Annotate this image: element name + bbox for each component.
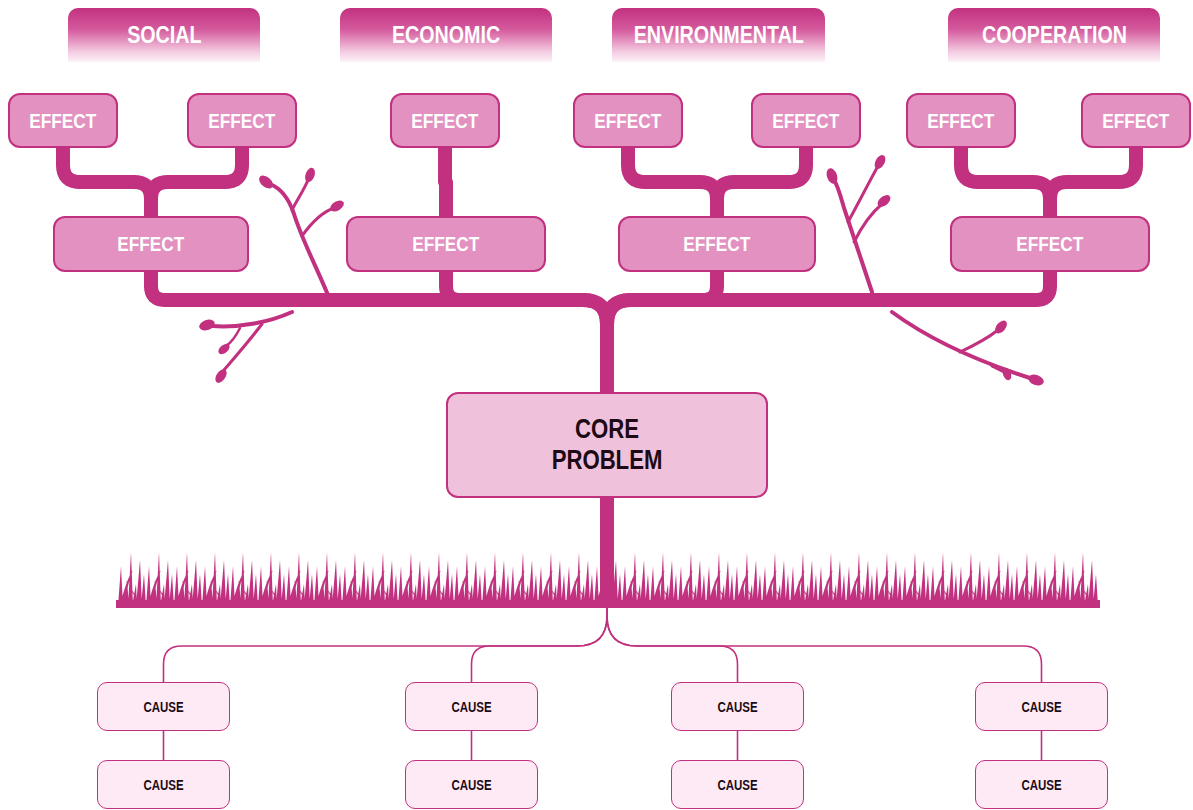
effect-label: EFFECT bbox=[413, 232, 480, 256]
decorations bbox=[212, 166, 1030, 606]
root-line bbox=[164, 498, 608, 682]
tree-branch bbox=[628, 148, 717, 216]
tree-branch bbox=[717, 148, 806, 216]
leaves bbox=[198, 153, 1045, 387]
tree-branch bbox=[607, 272, 1050, 392]
effect-label: EFFECT bbox=[928, 109, 995, 133]
twig bbox=[834, 180, 872, 292]
cause-label: CAUSE bbox=[717, 777, 757, 793]
twig bbox=[848, 166, 878, 222]
effect-box: EFFECT bbox=[618, 216, 816, 272]
leaf bbox=[872, 153, 887, 170]
effect-label: EFFECT bbox=[595, 109, 662, 133]
leaf bbox=[216, 342, 231, 356]
grass-band bbox=[116, 548, 1100, 608]
effect-box: EFFECT bbox=[1081, 93, 1191, 148]
effect-box: EFFECT bbox=[390, 93, 500, 148]
grass bbox=[118, 548, 1098, 604]
cause-label: CAUSE bbox=[1021, 777, 1061, 793]
cause-label: CAUSE bbox=[1021, 699, 1061, 715]
cause-box: CAUSE bbox=[671, 760, 804, 809]
leaf bbox=[198, 318, 216, 333]
effect-label: EFFECT bbox=[412, 109, 479, 133]
effect-box: EFFECT bbox=[53, 216, 249, 272]
cause-label: CAUSE bbox=[451, 699, 491, 715]
root-line bbox=[1041, 731, 1043, 760]
tree-branch bbox=[961, 148, 1050, 216]
root-line bbox=[737, 731, 739, 760]
root-line bbox=[607, 498, 738, 682]
tree-branch bbox=[446, 272, 607, 392]
category-tab: SOCIAL bbox=[68, 8, 260, 62]
effect-label: EFFECT bbox=[684, 232, 751, 256]
effect-label: EFFECT bbox=[1103, 109, 1170, 133]
cause-label: CAUSE bbox=[451, 777, 491, 793]
cause-box: CAUSE bbox=[975, 760, 1108, 809]
leaf bbox=[1001, 367, 1013, 382]
effect-box: EFFECT bbox=[8, 93, 118, 148]
cause-label: CAUSE bbox=[717, 699, 757, 715]
effect-label: EFFECT bbox=[1017, 232, 1084, 256]
effect-label: EFFECT bbox=[118, 232, 185, 256]
root-line bbox=[472, 498, 608, 682]
leaf bbox=[328, 198, 345, 213]
root-line bbox=[471, 731, 473, 760]
cause-box: CAUSE bbox=[405, 682, 538, 731]
effect-label: EFFECT bbox=[773, 109, 840, 133]
effect-box: EFFECT bbox=[573, 93, 683, 148]
leaf bbox=[825, 167, 840, 185]
leaf bbox=[303, 166, 317, 183]
effect-label: EFFECT bbox=[30, 109, 97, 133]
tree-branch bbox=[445, 148, 446, 216]
twig bbox=[226, 328, 240, 346]
leaf bbox=[1027, 373, 1045, 388]
effect-box: EFFECT bbox=[950, 216, 1150, 272]
root-line bbox=[163, 731, 165, 760]
cause-box: CAUSE bbox=[97, 682, 230, 731]
cause-box: CAUSE bbox=[671, 682, 804, 731]
category-label: COOPERATION bbox=[981, 21, 1126, 49]
twig bbox=[302, 208, 334, 236]
twig bbox=[992, 366, 1004, 372]
twig bbox=[292, 180, 308, 210]
cause-box: CAUSE bbox=[405, 760, 538, 809]
effect-box: EFFECT bbox=[187, 93, 297, 148]
twig bbox=[224, 324, 262, 370]
twig bbox=[854, 204, 882, 242]
effect-label: EFFECT bbox=[209, 109, 276, 133]
category-tab: ENVIRONMENTAL bbox=[612, 8, 825, 62]
tree-branch bbox=[63, 148, 151, 216]
twig bbox=[212, 312, 292, 326]
effect-box: EFFECT bbox=[346, 216, 546, 272]
cause-box: CAUSE bbox=[97, 760, 230, 809]
twig bbox=[960, 330, 998, 352]
tree-branch bbox=[1050, 148, 1136, 216]
category-tab: COOPERATION bbox=[948, 8, 1160, 62]
effect-box: EFFECT bbox=[906, 93, 1016, 148]
category-label: ECONOMIC bbox=[392, 21, 500, 49]
leaf bbox=[875, 193, 892, 210]
leaf bbox=[257, 173, 276, 191]
cause-label: CAUSE bbox=[143, 777, 183, 793]
cause-label: CAUSE bbox=[143, 699, 183, 715]
effect-box: EFFECT bbox=[751, 93, 861, 148]
leaf bbox=[213, 367, 229, 384]
ground-line bbox=[116, 600, 1100, 608]
category-tab: ECONOMIC bbox=[340, 8, 552, 62]
leaf bbox=[993, 318, 1010, 335]
core-problem-label: CORE PROBLEM bbox=[537, 414, 676, 476]
tree-branch bbox=[607, 272, 717, 392]
core-problem-box: CORE PROBLEM bbox=[446, 392, 768, 498]
twig bbox=[270, 184, 330, 300]
category-label: SOCIAL bbox=[127, 21, 201, 49]
category-label: ENVIRONMENTAL bbox=[633, 21, 803, 49]
root-line bbox=[607, 498, 1042, 682]
tree-branch bbox=[151, 272, 607, 392]
twig bbox=[892, 312, 1030, 378]
tree-branch bbox=[151, 148, 242, 216]
cause-box: CAUSE bbox=[975, 682, 1108, 731]
